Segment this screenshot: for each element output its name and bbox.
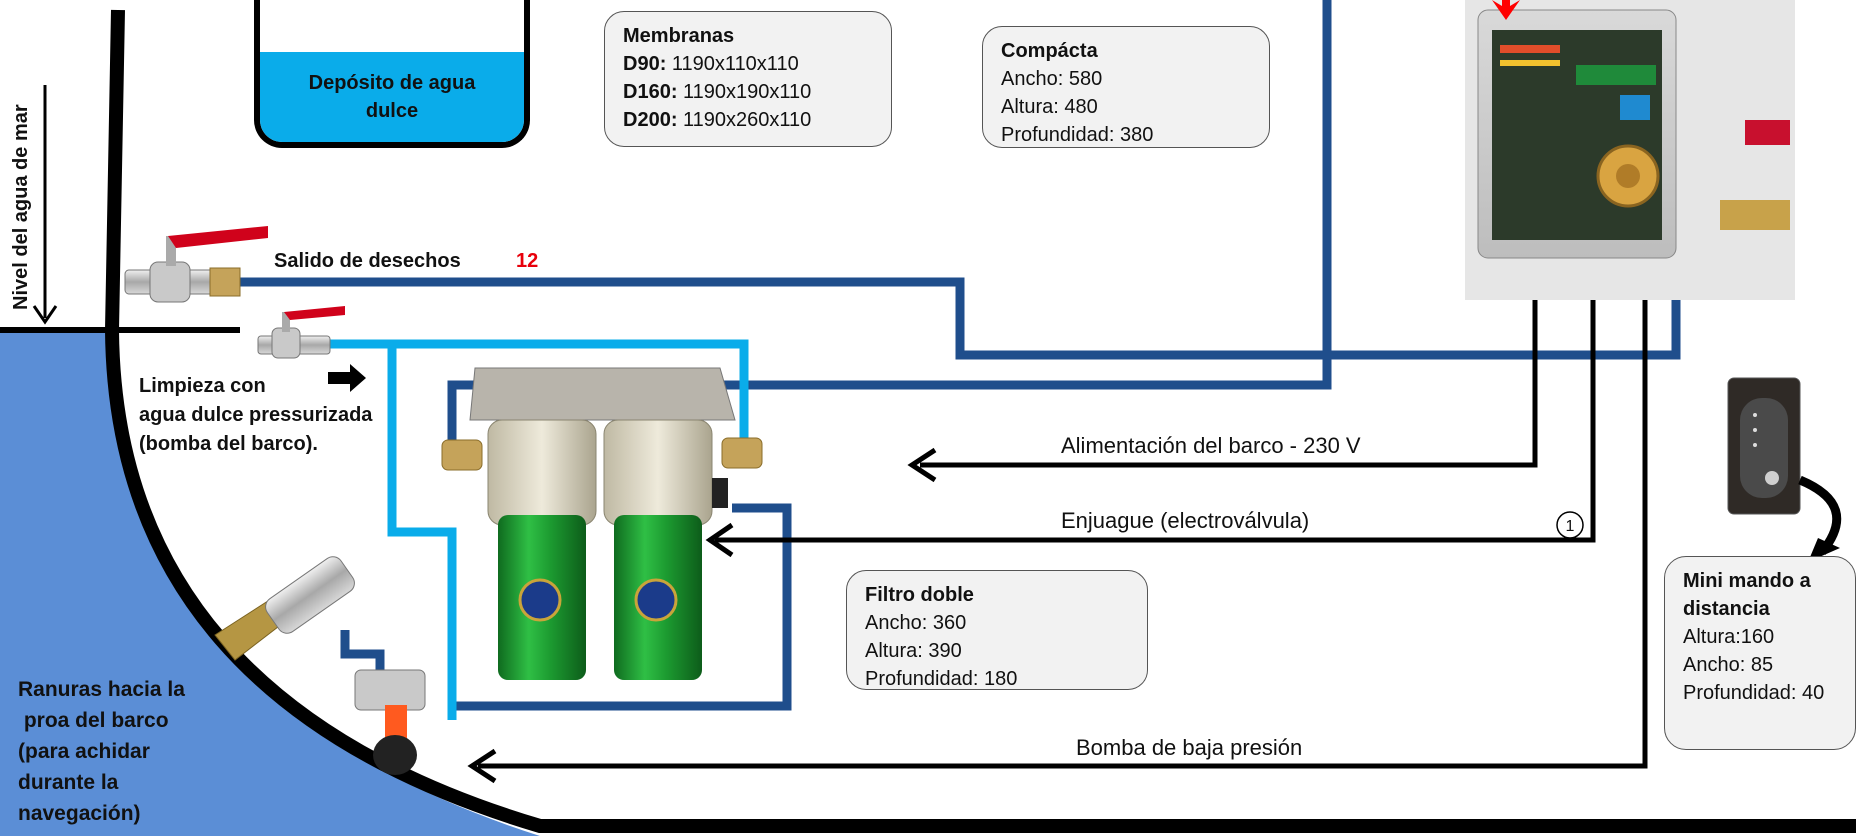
red-arrow-icon	[1492, 0, 1520, 20]
compacta-title: Compácta	[1001, 40, 1098, 62]
filter-housing-right	[603, 419, 713, 680]
double-filter-icon	[441, 367, 763, 680]
control-box-icon	[1465, 0, 1795, 300]
rinse-arrowhead	[705, 522, 734, 558]
remote-pointer-arrow	[1798, 475, 1842, 555]
filtro-ancho: Ancho: 360	[865, 612, 967, 634]
compacta-profundidad: Profundidad: 380	[1001, 124, 1154, 146]
freshwater-pipe-2	[387, 344, 457, 720]
mando-profundidad: Profundidad: 40	[1683, 682, 1825, 704]
mando-altura: Altura:160	[1683, 626, 1775, 648]
remote-control-icon	[1727, 377, 1801, 515]
pump-arrowhead	[467, 748, 497, 784]
pump-line	[478, 270, 1648, 769]
rinse-marker-number: 1	[1566, 518, 1575, 535]
power-line	[920, 270, 1538, 468]
power-arrowhead	[907, 447, 937, 483]
waste-number: 12	[516, 250, 539, 272]
rinse-line	[715, 270, 1596, 543]
waste-pipe	[240, 277, 1681, 360]
freshwater-pipe	[330, 339, 749, 440]
cleaning-valve-icon	[257, 306, 345, 359]
membranas-title: Membranas	[623, 25, 735, 47]
waste-valve-icon	[124, 226, 268, 303]
membranas-row: D160: 1190x190x110	[623, 81, 812, 103]
membranas-row: D90: 1190x110x110	[623, 53, 799, 75]
rinse-marker-circle	[1556, 511, 1584, 539]
filtro-profundidad: Profundidad: 180	[865, 668, 1018, 690]
membranas-row: D200: 1190x260x110	[623, 109, 812, 131]
filter-housing-left	[487, 419, 597, 680]
compacta-ancho: Ancho: 580	[1001, 68, 1103, 90]
power-label: Alimentación del barco - 230 V	[1061, 433, 1361, 458]
rinse-label: Enjuague (electroválvula)	[1061, 508, 1310, 533]
sea-level-arrowhead	[32, 305, 58, 325]
sea-water	[0, 330, 540, 836]
freshwater-tank: Depósito de agua dulce	[254, 0, 530, 148]
filtro-box: Filtro doble Ancho: 360 Altura: 390 Prof…	[846, 570, 1148, 690]
cleaning-arrow	[328, 364, 366, 392]
membranas-box: Membranas D90: 1190x110x110 D160: 1190x1…	[604, 11, 892, 147]
waste-label: Salido de desechos	[274, 250, 461, 272]
pump-label: Bomba de baja presión	[1076, 735, 1303, 760]
compacta-altura: Altura: 480	[1001, 96, 1098, 118]
sea-level-label: Nivel del agua de mar	[10, 104, 32, 310]
compacta-box: Compácta Ancho: 580 Altura: 480 Profundi…	[982, 26, 1270, 148]
tank-label: Depósito de agua dulce	[308, 72, 476, 122]
slots-label: Ranuras hacia la proa del barco (para ac…	[18, 678, 185, 825]
cleaning-label: Limpieza con agua dulce pressurizada (bo…	[139, 375, 373, 455]
feed-pipe	[447, 0, 1332, 452]
filtro-title: Filtro doble	[865, 584, 974, 606]
filtro-altura: Altura: 390	[865, 640, 962, 662]
mando-ancho: Ancho: 85	[1683, 654, 1774, 676]
pump-icon	[214, 556, 426, 775]
